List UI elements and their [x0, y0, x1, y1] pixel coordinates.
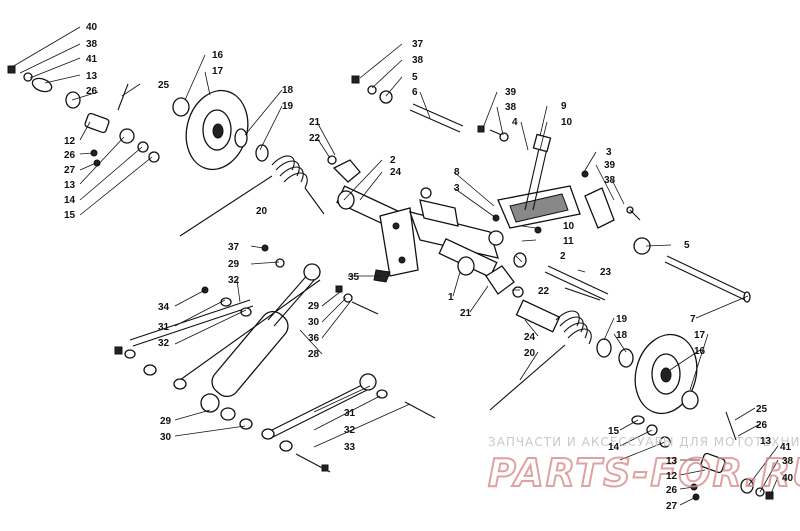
leader-lines [11, 26, 779, 506]
callout-13: 13 [86, 71, 98, 82]
callout-26: 26 [86, 86, 98, 97]
callout-6: 6 [412, 87, 418, 98]
callout-32: 32 [344, 425, 356, 436]
callout-20: 20 [256, 206, 268, 217]
callout-15: 15 [64, 210, 76, 221]
callout-38: 38 [604, 175, 616, 186]
torsion-spring-upper [179, 155, 325, 237]
watermark-logo: PARTS-FOR.RU [488, 451, 800, 495]
callout-19: 19 [282, 101, 294, 112]
callout-26: 26 [756, 420, 768, 431]
callout-17: 17 [212, 66, 224, 77]
callout-22: 22 [538, 286, 550, 297]
callout-38: 38 [86, 39, 98, 50]
callout-19: 19 [616, 314, 628, 325]
callout-7: 7 [690, 314, 696, 325]
callout-14: 14 [608, 442, 620, 453]
callout-26: 26 [666, 485, 678, 496]
callout-13: 13 [666, 456, 678, 467]
parts-drawing [7, 65, 774, 501]
callout-36: 36 [308, 333, 320, 344]
callout-2: 2 [390, 155, 396, 166]
callout-40: 40 [86, 22, 98, 33]
callout-38: 38 [412, 55, 424, 66]
callout-27: 27 [666, 501, 678, 512]
callout-23: 23 [600, 267, 612, 278]
callout-20: 20 [524, 348, 536, 359]
callout-41: 41 [780, 442, 792, 453]
callout-17: 17 [694, 330, 706, 341]
callout-1: 1 [448, 292, 454, 303]
callout-21: 21 [309, 117, 321, 128]
callout-4: 4 [512, 117, 518, 128]
callout-39: 39 [505, 87, 517, 98]
callout-3: 3 [606, 147, 612, 158]
callout-29: 29 [228, 259, 240, 270]
callout-16: 16 [694, 346, 706, 357]
callout-24: 24 [390, 167, 402, 178]
callout-22: 22 [309, 133, 321, 144]
callout-3: 3 [454, 183, 460, 194]
callout-27: 27 [64, 165, 76, 176]
upper-rear-rod [351, 75, 509, 142]
callout-13: 13 [64, 180, 76, 191]
callout-21: 21 [460, 308, 472, 319]
callout-25: 25 [158, 80, 170, 91]
callout-33: 33 [344, 442, 356, 453]
callout-8: 8 [454, 167, 460, 178]
callout-9: 9 [561, 101, 567, 112]
callout-34: 34 [158, 302, 170, 313]
callout-5: 5 [684, 240, 690, 251]
callout-39: 39 [604, 160, 616, 171]
callout-40: 40 [782, 473, 794, 484]
callout-13: 13 [760, 436, 772, 447]
callout-30: 30 [308, 317, 320, 328]
callout-30: 30 [160, 432, 172, 443]
callout-41: 41 [86, 54, 98, 65]
callout-28: 28 [308, 349, 320, 360]
front-arm-bracket [379, 199, 499, 278]
callout-10: 10 [561, 117, 573, 128]
callout-16: 16 [212, 50, 224, 61]
rear-long-shaft [633, 237, 751, 303]
watermark: ЗАПЧАСТИ И АКСЕССУАРЫ ДЛЯ МОТОТЕХНИКИ PA… [487, 435, 800, 496]
callout-12: 12 [64, 136, 76, 147]
callout-5: 5 [412, 72, 418, 83]
callout-37: 37 [412, 39, 424, 50]
callout-31: 31 [344, 408, 356, 419]
callout-14: 14 [64, 195, 76, 206]
callout-25: 25 [756, 404, 768, 415]
callout-29: 29 [160, 416, 172, 427]
callout-24: 24 [524, 332, 536, 343]
callout-26: 26 [64, 150, 76, 161]
callout-32: 32 [158, 338, 170, 349]
callout-29: 29 [308, 301, 320, 312]
callout-35: 35 [348, 272, 360, 283]
callout-32: 32 [228, 275, 240, 286]
callout-37: 37 [228, 242, 240, 253]
callout-2: 2 [560, 251, 566, 262]
rear-cross-shaft [485, 252, 634, 411]
callout-11: 11 [563, 236, 574, 247]
callout-18: 18 [282, 85, 294, 96]
callout-10: 10 [563, 221, 575, 232]
callout-18: 18 [616, 330, 628, 341]
callout-38: 38 [505, 102, 517, 113]
front-wheel-assembly-left [7, 65, 269, 171]
callout-labels: 40 38 41 13 26 25 16 17 12 26 27 13 14 1… [64, 22, 794, 512]
callout-12: 12 [666, 471, 678, 482]
callout-38: 38 [782, 456, 794, 467]
shock-mount-plate [488, 133, 641, 246]
callout-31: 31 [158, 322, 170, 333]
watermark-caption: ЗАПЧАСТИ И АКСЕССУАРЫ ДЛЯ МОТОТЕХНИКИ [488, 435, 800, 449]
callout-15: 15 [608, 426, 620, 437]
